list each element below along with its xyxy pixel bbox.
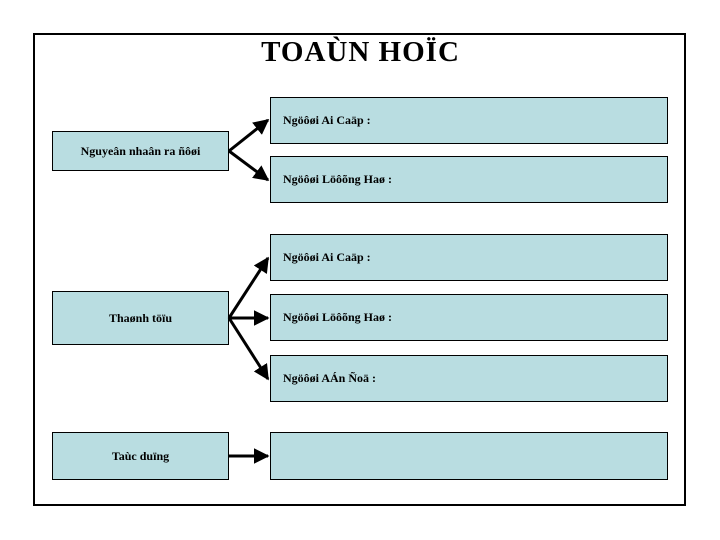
target-box-label: Ngöôøi Ai Caäp :	[283, 113, 371, 127]
source-box-tac-dung[interactable]: Taùc duïng	[52, 432, 229, 480]
target-box-label: Ngöôøi Löôõng Haø :	[283, 172, 393, 186]
source-box-label: Taùc duïng	[111, 448, 170, 463]
source-box-label: Nguyeân nhaân ra ñôøi	[80, 143, 201, 158]
slide-frame-border	[33, 33, 686, 506]
source-box-label: Thaønh töïu	[108, 310, 173, 325]
target-box-nguoi-ai-cap-2[interactable]: Ngöôøi Ai Caäp :	[270, 234, 668, 281]
source-box-thanh-tuu[interactable]: Thaønh töïu	[52, 291, 229, 345]
target-box-nguoi-an-do[interactable]: Ngöôøi AÁn Ñoä :	[270, 355, 668, 402]
target-box-nguoi-luong-ha-2[interactable]: Ngöôøi Löôõng Haø :	[270, 294, 668, 341]
target-box-tac-dung-empty[interactable]	[270, 432, 668, 480]
page-title: TOAÙN HOÏC	[261, 36, 460, 68]
target-box-nguoi-ai-cap-1[interactable]: Ngöôøi Ai Caäp :	[270, 97, 668, 144]
target-box-label: Ngöôøi AÁn Ñoä :	[283, 371, 377, 385]
target-box-nguoi-luong-ha-1[interactable]: Ngöôøi Löôõng Haø :	[270, 156, 668, 203]
target-box-label: Ngöôøi Ai Caäp :	[283, 250, 371, 264]
target-box-label: Ngöôøi Löôõng Haø :	[283, 310, 393, 324]
source-box-nguyen-nhan-ra-doi[interactable]: Nguyeân nhaân ra ñôøi	[52, 131, 229, 171]
